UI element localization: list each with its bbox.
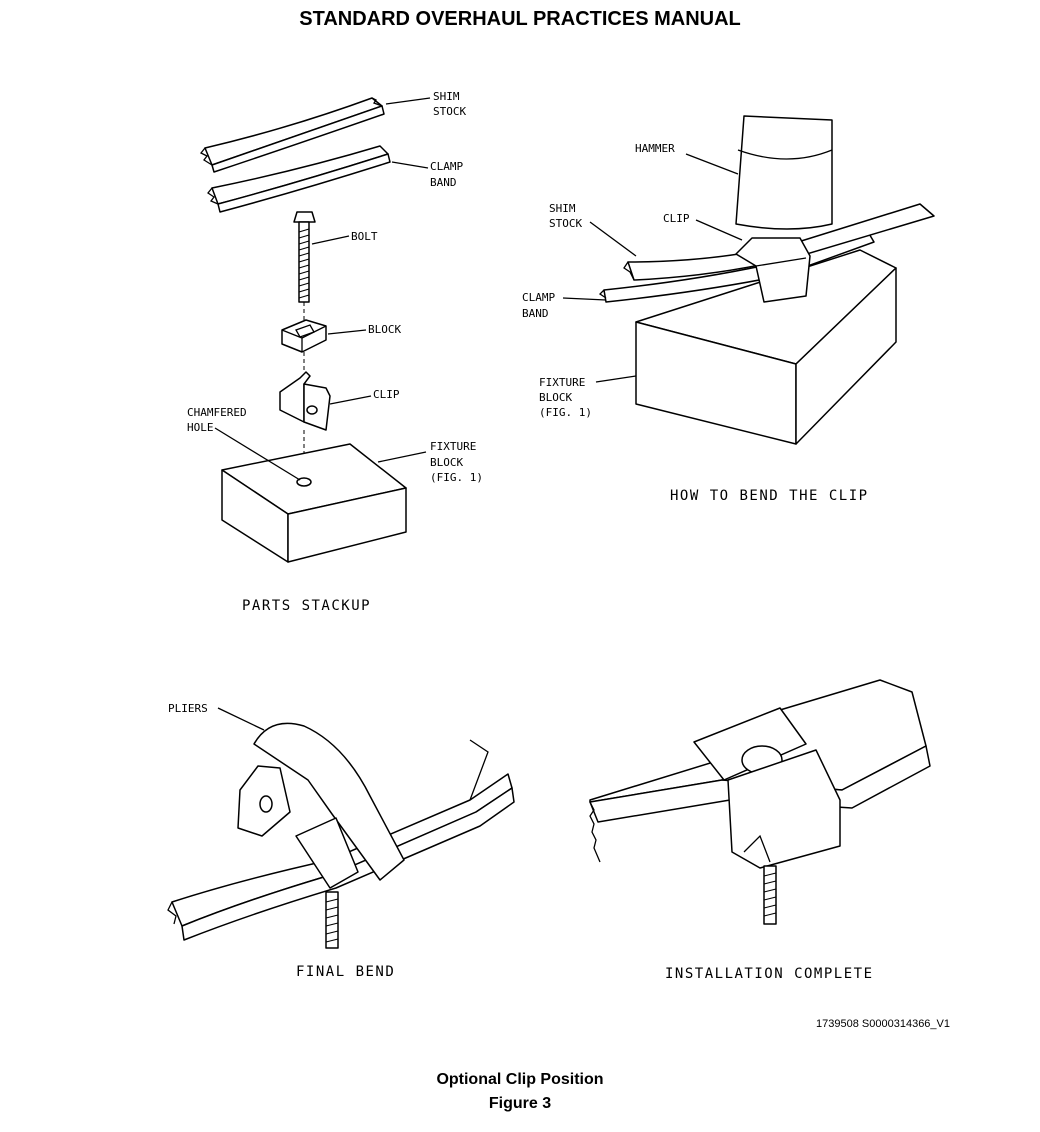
bolt-part (293, 211, 316, 303)
label-clamp-band: CLAMP (430, 160, 463, 173)
label-bend-fixture-block-line2: BLOCK (539, 391, 572, 404)
bands-final (167, 739, 515, 941)
caption-parts-stackup: PARTS STACKUP (242, 598, 371, 614)
bend-clip-panel (562, 115, 935, 445)
label-bend-fixture-block: FIXTURE (539, 376, 585, 389)
label-fixture-block-line3: (FIG. 1) (430, 471, 483, 484)
parts-stackup-panel (199, 97, 431, 563)
caption-installation-complete: INSTALLATION COMPLETE (665, 966, 874, 982)
label-bend-shim-stock: SHIM (549, 202, 576, 215)
clip-bend (735, 237, 811, 303)
label-clip: CLIP (373, 388, 400, 401)
figure-reference-code: 1739508 S0000314366_V1 (816, 1018, 950, 1030)
caption-how-to-bend: HOW TO BEND THE CLIP (670, 488, 869, 504)
final-bend-panel (167, 707, 515, 949)
bolt-final (325, 891, 339, 949)
label-chamfered-hole-line2: HOLE (187, 421, 214, 434)
label-fixture-block-line2: BLOCK (430, 456, 463, 469)
block-part (281, 319, 327, 353)
label-bolt: BOLT (351, 230, 378, 243)
clamp-band-strip (207, 145, 391, 213)
label-clamp-band-line2: BAND (430, 176, 457, 189)
label-bend-clamp-band-line2: BAND (522, 307, 549, 320)
caption-final-bend: FINAL BEND (296, 964, 395, 980)
label-bend-shim-stock-line2: STOCK (549, 217, 582, 230)
label-hammer: HAMMER (635, 142, 675, 155)
label-bend-clip: CLIP (663, 212, 690, 225)
shim-stock-strip (199, 97, 385, 173)
clamp-band-bend (598, 231, 875, 303)
hammer-head (735, 115, 833, 230)
label-bend-fixture-block-line3: (FIG. 1) (539, 406, 592, 419)
label-shim-stock-line2: STOCK (433, 105, 466, 118)
shim-stock-bend (623, 203, 935, 281)
figure-title: Optional Clip Position (436, 1071, 604, 1088)
fixture-block-bend (635, 249, 897, 445)
install-complete-panel (589, 679, 931, 925)
fixture-block (221, 443, 407, 563)
pliers-tool (237, 722, 405, 889)
label-bend-clamp-band: CLAMP (522, 291, 555, 304)
bolt-installed (763, 865, 777, 925)
figure-number: Figure 3 (488, 1095, 552, 1112)
label-pliers: PLIERS (168, 702, 208, 715)
page-header: STANDARD OVERHAUL PRACTICES MANUAL (299, 8, 741, 30)
label-shim-stock: SHIM (433, 90, 460, 103)
label-block: BLOCK (368, 323, 401, 336)
clip-installed (693, 707, 841, 869)
label-fixture-block: FIXTURE (430, 440, 476, 453)
clip-part (279, 371, 331, 431)
label-chamfered-hole: CHAMFERED (187, 406, 247, 419)
